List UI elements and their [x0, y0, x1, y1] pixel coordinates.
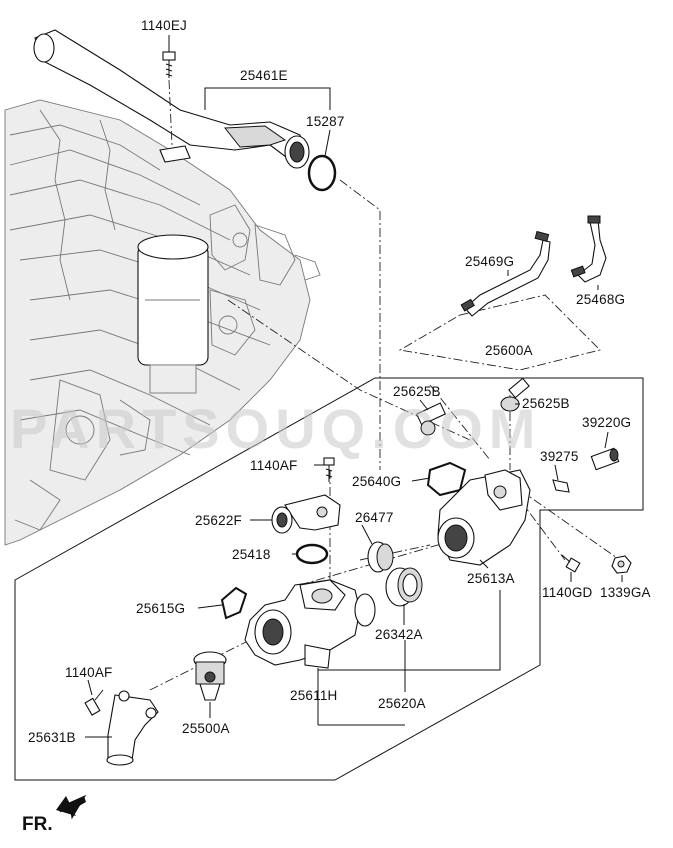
label-26342A: 26342A [375, 627, 423, 642]
label-1140AF-lower: 1140AF [65, 665, 112, 680]
clip-39275[interactable] [552, 479, 570, 493]
label-25600A: 25600A [485, 343, 533, 358]
hose-25469G[interactable] [460, 230, 551, 317]
bolt-1140AF-lower[interactable] [84, 689, 104, 716]
label-25640G: 25640G [352, 474, 401, 489]
front-label: FR. [22, 814, 53, 835]
label-1140EJ: 1140EJ [141, 18, 187, 33]
leader-lines [85, 35, 623, 738]
label-25615G: 25615G [136, 601, 185, 616]
part-labels: 1140EJ 25461E 15287 25469G 25468G 25600A… [28, 18, 651, 745]
assembly-outline-25600A [14, 377, 644, 781]
inlet-housing-25611H[interactable] [244, 579, 376, 669]
label-25418: 25418 [232, 547, 271, 562]
label-26477: 26477 [355, 510, 394, 525]
hose-25468G[interactable] [570, 215, 607, 283]
label-39275: 39275 [540, 449, 579, 464]
label-25500A: 25500A [182, 721, 230, 736]
o-ring-15287[interactable] [307, 154, 337, 192]
label-1140AF-upper: 1140AF [250, 458, 297, 473]
label-25468G: 25468G [576, 292, 625, 307]
label-25469G: 25469G [465, 254, 514, 269]
label-25611H: 25611H [290, 688, 338, 703]
label-15287: 15287 [306, 114, 345, 129]
bolt-1140AF-upper[interactable] [323, 457, 335, 482]
label-39220G: 39220G [582, 415, 631, 430]
nut-1339GA[interactable] [611, 555, 632, 574]
sensor-39220G[interactable] [590, 447, 620, 471]
label-1339GA: 1339GA [600, 585, 651, 600]
front-arrow-head-icon [56, 796, 86, 816]
fitting-25625B-left[interactable] [415, 402, 447, 436]
bolt-1140GD[interactable] [561, 554, 581, 573]
label-25461E: 25461E [240, 68, 288, 83]
label-25613A: 25613A [467, 571, 515, 586]
label-1140GD: 1140GD [542, 585, 593, 600]
front-direction-indicator: FR. [22, 794, 87, 835]
label-25625B-right: 25625B [522, 396, 570, 411]
seal-26342A[interactable] [385, 567, 423, 607]
outlet-fitting-25622F[interactable] [271, 494, 341, 534]
o-ring-26477[interactable] [367, 541, 394, 573]
o-ring-25418[interactable] [295, 543, 329, 565]
inlet-fitting-25631B[interactable] [106, 690, 159, 766]
label-25622F: 25622F [195, 513, 242, 528]
gasket-25615G[interactable] [220, 586, 248, 620]
watermark-text: PARTSOUQ.COM [10, 397, 541, 460]
engine-block-illustration [4, 99, 321, 546]
thermostat-25500A[interactable] [193, 651, 227, 701]
label-25631B: 25631B [28, 730, 76, 745]
label-25620A: 25620A [378, 696, 426, 711]
bolt-1140EJ[interactable] [162, 51, 176, 78]
housing-25613A[interactable] [437, 469, 531, 566]
label-25625B-left: 25625B [393, 384, 441, 399]
water-pipe-25461E[interactable] [33, 29, 310, 169]
